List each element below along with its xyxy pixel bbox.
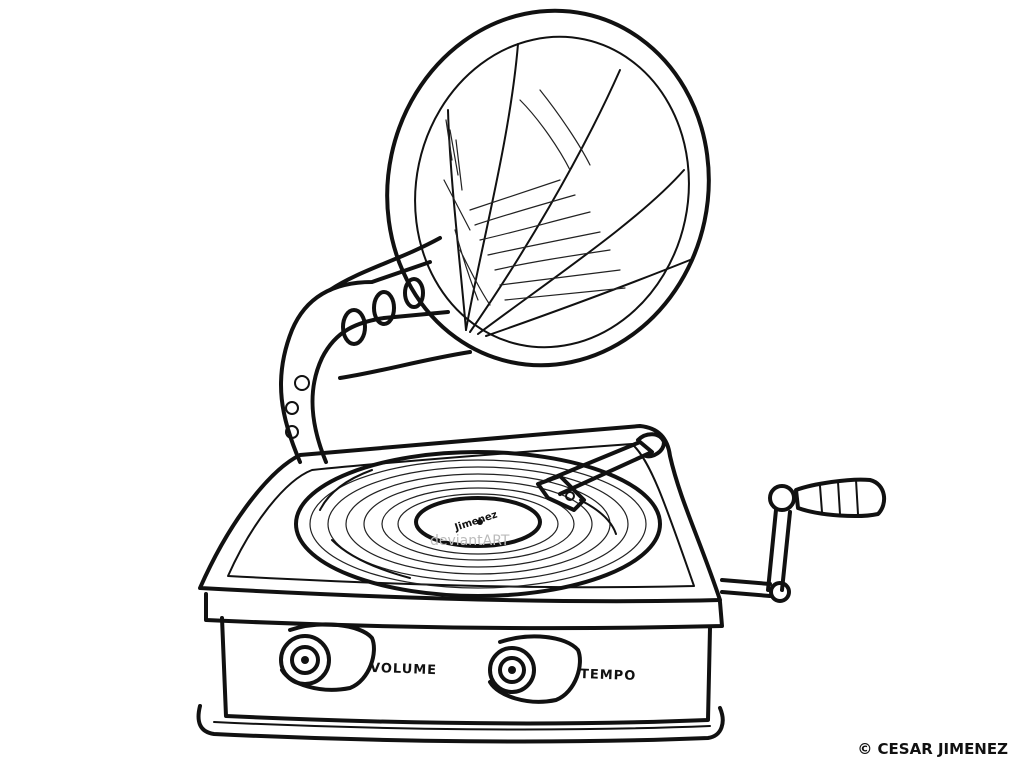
horn <box>279 8 711 464</box>
crank-top-joint <box>768 484 796 512</box>
volume-knob-center <box>301 656 309 664</box>
cabinet-base <box>196 704 725 744</box>
crank-joint <box>769 581 791 603</box>
record-shading <box>319 469 617 579</box>
volume-knob-plate <box>280 622 376 692</box>
tempo-knob <box>488 634 582 704</box>
horn-rivet <box>403 277 425 309</box>
cabinet-base-edge <box>213 721 711 731</box>
horn-rivet <box>285 425 299 439</box>
cabinet-top-outer <box>198 424 722 604</box>
horn-flare-top <box>328 236 442 292</box>
horn-rivet <box>285 401 299 415</box>
crank-handle-grip <box>819 479 859 515</box>
horn-rivet <box>372 290 396 326</box>
artist-signature: © CESAR JIMENEZ <box>857 740 1008 758</box>
watermark: deviantART <box>430 533 510 549</box>
tempo-knob-plate <box>488 634 582 704</box>
horn-neck-inner <box>310 310 450 464</box>
tonearm-pivot-screw <box>565 491 575 501</box>
tonearm-headshell <box>536 474 586 512</box>
tonearm-base <box>636 432 666 459</box>
cabinet-body <box>220 616 712 726</box>
volume-label: VOLUME <box>369 660 438 679</box>
tempo-knob-inner <box>498 656 526 684</box>
horn-neck-outer <box>279 260 432 464</box>
cabinet <box>196 424 725 744</box>
tempo-knob-center <box>508 666 516 674</box>
record-disc <box>294 450 662 598</box>
horn-bell-rim-outer <box>385 8 711 368</box>
tonearm <box>536 432 666 512</box>
horn-bell-shading <box>443 89 626 306</box>
volume-knob-outer <box>279 634 331 686</box>
cabinet-front-band <box>204 592 724 630</box>
tempo-label: TEMPO <box>579 667 637 684</box>
crank-arm <box>766 508 792 592</box>
record: Jimenez <box>294 450 662 598</box>
volume-knob <box>279 622 376 692</box>
horn-rivet <box>294 375 310 391</box>
horn-flare-bottom <box>338 350 472 380</box>
horn-rivet <box>341 308 367 346</box>
crank-handle <box>794 477 887 518</box>
tonearm-shaft <box>546 440 654 496</box>
record-spindle <box>477 519 483 525</box>
cabinet-top-inner <box>227 443 695 589</box>
tempo-knob-outer <box>488 646 536 694</box>
horn-bell-ribs <box>447 43 691 337</box>
volume-knob-inner <box>290 645 320 675</box>
crank-shaft <box>720 578 772 598</box>
horn-bell-rim-inner <box>414 35 690 349</box>
crank <box>720 477 887 603</box>
